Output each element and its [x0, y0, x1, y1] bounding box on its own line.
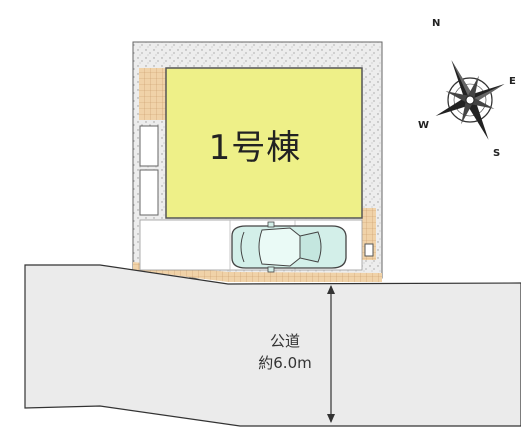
- front-paving: [133, 262, 382, 282]
- storage-unit: [139, 169, 159, 216]
- compass-east: E: [509, 76, 516, 87]
- compass-rose-icon: [435, 60, 505, 140]
- compass-south: S: [493, 148, 501, 159]
- public-road: [24, 264, 521, 427]
- building-label: 1号棟: [208, 128, 302, 168]
- dimension-arrow-icon: [327, 285, 335, 423]
- road-name: 公道: [269, 332, 300, 350]
- meter-box: [364, 243, 374, 257]
- compass-west: W: [418, 120, 430, 131]
- road-width: 約6.0m: [258, 354, 312, 372]
- building-footprint: [165, 67, 363, 219]
- storage-unit: [139, 125, 159, 167]
- road-label: 公道 約6.0m: [238, 330, 332, 374]
- car-icon: [231, 221, 347, 273]
- tile-strip-left: [139, 68, 166, 120]
- compass-north: N: [432, 18, 441, 29]
